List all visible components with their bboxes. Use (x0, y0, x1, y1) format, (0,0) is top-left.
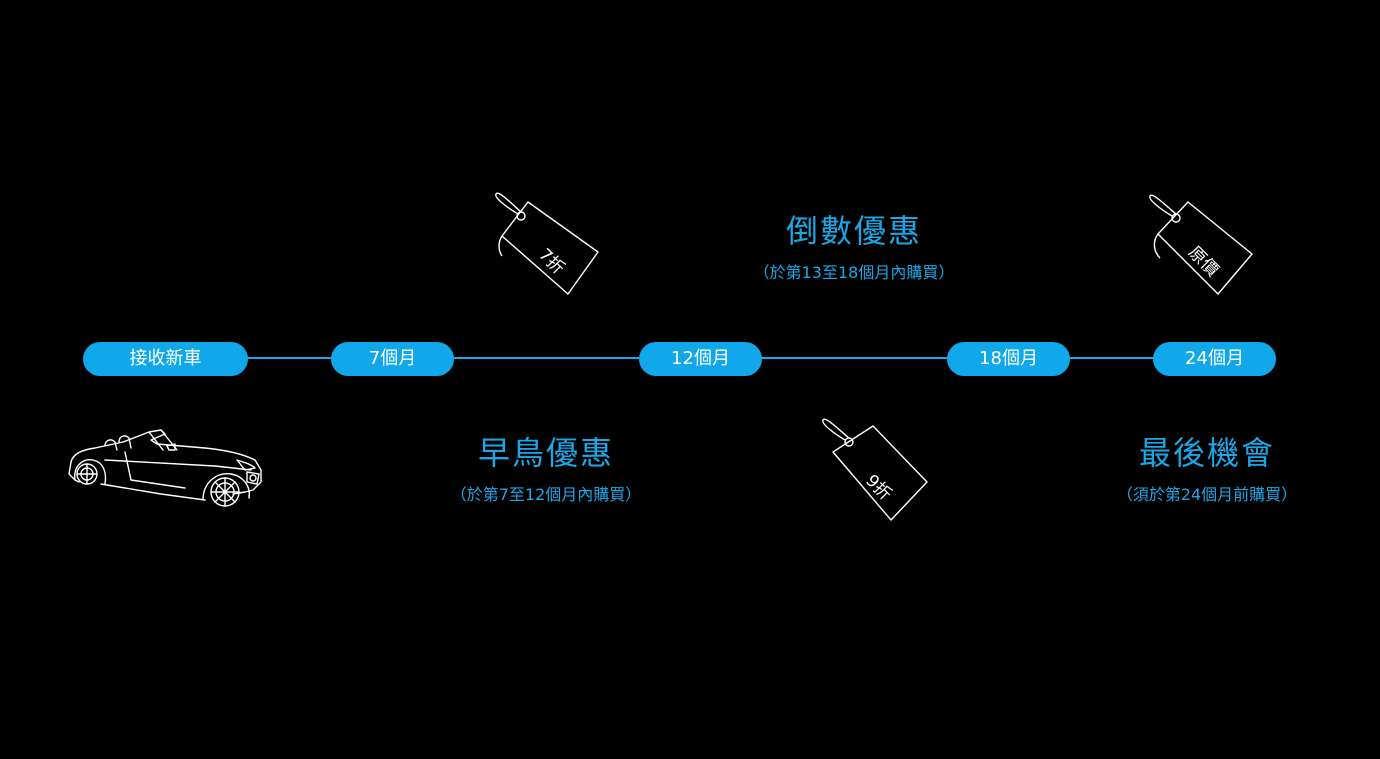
milestone-new-car: 接收新車 (83, 342, 248, 376)
price-tag-icon (822, 418, 928, 521)
countdown-title: 倒數優惠 (785, 212, 922, 250)
early-bird-title: 早鳥優惠 (477, 434, 614, 472)
early-bird-note: （於第7至12個月內購買） (450, 485, 642, 504)
milestone-7-months: 7個月 (331, 342, 454, 376)
last-chance-title: 最後機會 (1138, 434, 1275, 472)
tag-countdown: 9折 (815, 408, 945, 538)
car-illustration (65, 420, 265, 516)
price-tag-icon (495, 192, 599, 295)
price-tag-icon (1149, 194, 1253, 295)
countdown-note: （於第13至18個月內購買） (753, 263, 955, 282)
milestone-24-months: 24個月 (1153, 342, 1276, 376)
convertible-car-icon (68, 429, 262, 507)
tag-early: 7折 (488, 182, 618, 312)
tag-last: 原價 (1140, 182, 1270, 312)
milestone-12-months: 12個月 (639, 342, 762, 376)
last-chance-note: （須於第24個月前購買） (1116, 485, 1298, 504)
milestone-18-months: 18個月 (947, 342, 1070, 376)
